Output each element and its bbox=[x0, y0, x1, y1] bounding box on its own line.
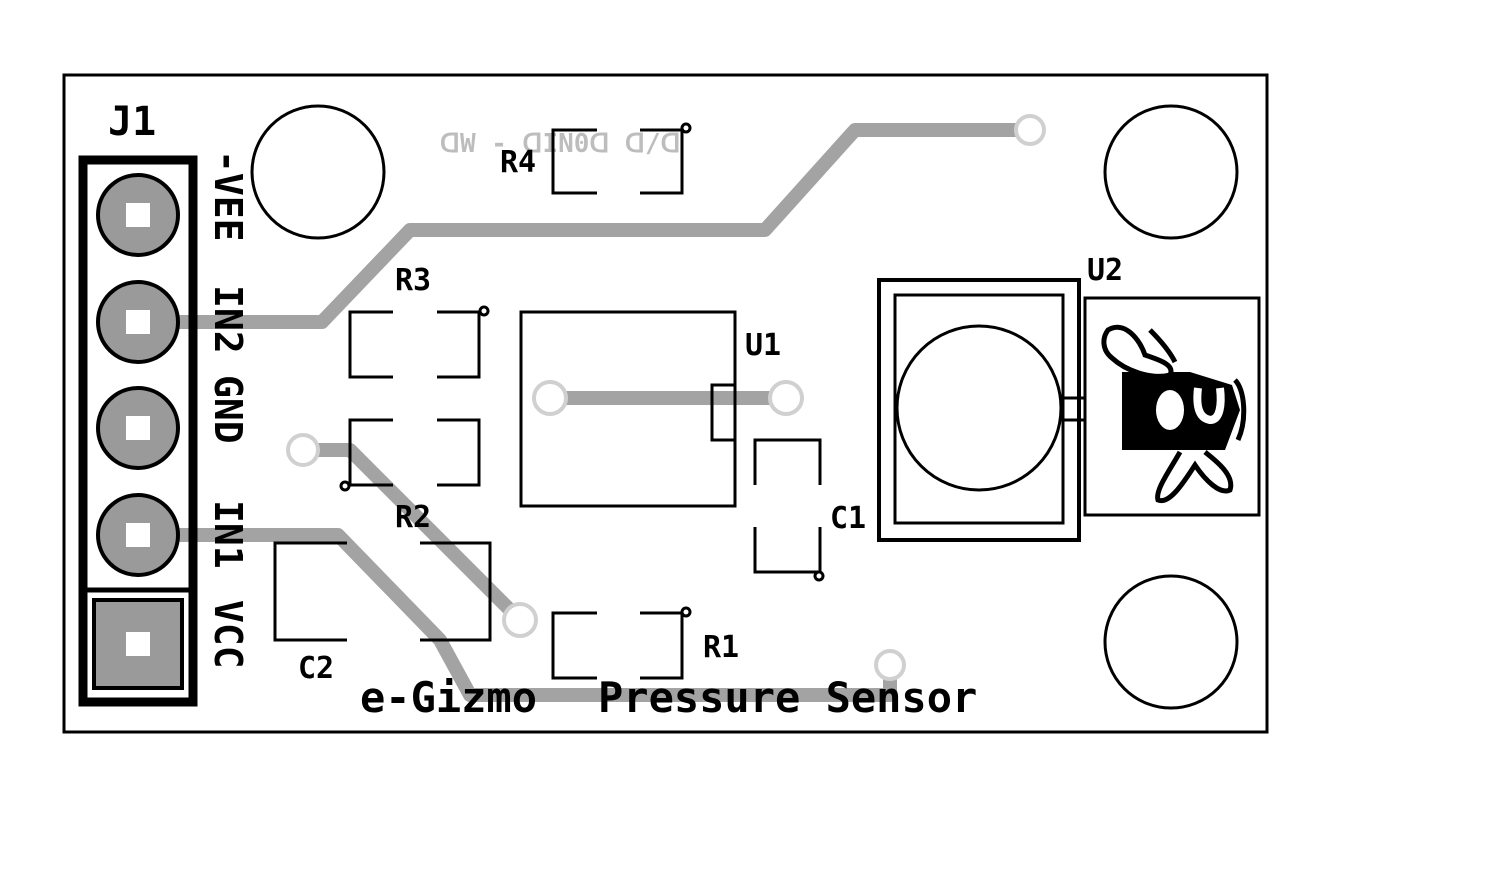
pin-label-in1: IN1 bbox=[206, 500, 250, 569]
c2-footprint bbox=[273, 541, 492, 642]
c2-ref-label: C2 bbox=[298, 651, 334, 686]
via bbox=[1014, 114, 1046, 146]
u1-ref-label: U1 bbox=[745, 328, 781, 363]
pin-label-vee: -VEE bbox=[206, 150, 250, 242]
j1-pins bbox=[92, 173, 184, 690]
u1-footprint bbox=[519, 310, 737, 508]
pad-hole bbox=[126, 310, 150, 334]
u2-footprint bbox=[877, 278, 1261, 542]
r3-footprint bbox=[348, 305, 490, 379]
mounting-hole bbox=[1103, 104, 1239, 240]
trace-in2 bbox=[160, 123, 1030, 329]
via bbox=[874, 649, 906, 681]
trace-in1 bbox=[160, 528, 897, 702]
c1-footprint bbox=[753, 438, 825, 582]
r1-footprint bbox=[551, 606, 692, 680]
egizmo-logo-icon bbox=[1101, 325, 1247, 504]
u2-ref-label: U2 bbox=[1087, 253, 1123, 288]
mounting-hole bbox=[250, 104, 386, 240]
r4-ref-label: R4 bbox=[500, 145, 536, 180]
product-label: Pressure Sensor bbox=[598, 673, 977, 722]
faint-back-text: ᗡW - ᗡIN0ᗡ ᗡ/ᗡ bbox=[440, 129, 681, 159]
j1-connector-outline bbox=[78, 155, 198, 707]
c1-ref-label: C1 bbox=[830, 501, 866, 536]
r3-ref-label: R3 bbox=[395, 263, 431, 298]
pad-hole bbox=[126, 632, 150, 656]
pin-label-in2: IN2 bbox=[206, 285, 250, 354]
via bbox=[502, 602, 538, 638]
pad-hole bbox=[126, 203, 150, 227]
pad-hole bbox=[126, 523, 150, 547]
r1-ref-label: R1 bbox=[703, 630, 739, 665]
r4-footprint bbox=[551, 122, 692, 195]
via bbox=[286, 433, 320, 467]
mounting-hole bbox=[1103, 574, 1239, 710]
pin-label-gnd: GND bbox=[206, 375, 250, 444]
r2-footprint bbox=[339, 418, 481, 492]
r2-ref-label: R2 bbox=[395, 500, 431, 535]
via bbox=[532, 380, 568, 416]
j1-ref-label: J1 bbox=[108, 99, 156, 145]
pin-label-vcc: VCC bbox=[206, 600, 250, 669]
via bbox=[768, 380, 804, 416]
pad-hole bbox=[126, 416, 150, 440]
brand-label: e-Gizmo bbox=[360, 673, 537, 722]
board-outline bbox=[62, 73, 1269, 734]
